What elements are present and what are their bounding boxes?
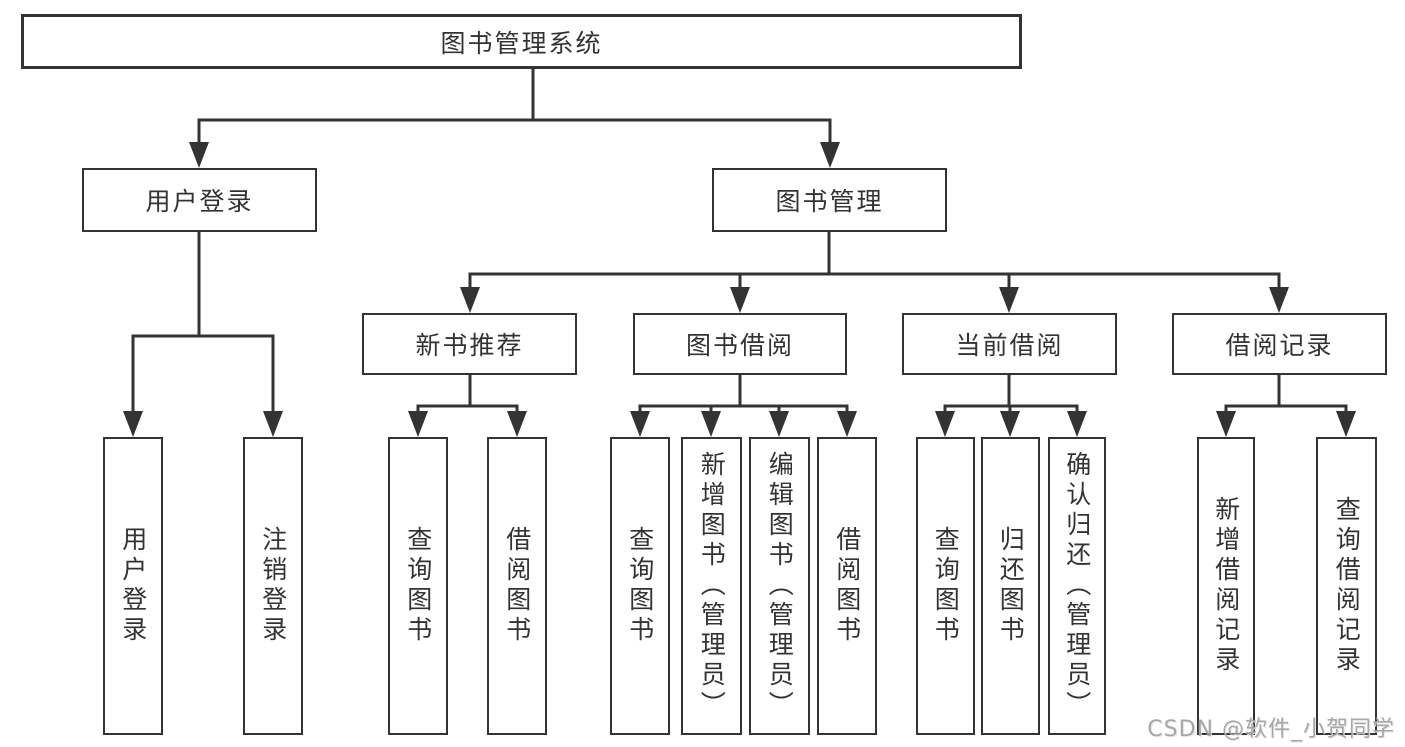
leaf-query-borrow-record: 查询借阅记录: [1316, 437, 1377, 735]
arrowhead-icon: [1216, 411, 1236, 437]
leaf-confirm-return-admin: 确认归还（管理员）: [1048, 437, 1106, 735]
leaf-borrow-books-borrowing: 借阅图书: [817, 437, 877, 735]
leaf-add-borrow-record: 新增借阅记录: [1197, 437, 1255, 735]
leaf-return-books: 归还图书: [981, 437, 1040, 735]
node-current-borrowing: 当前借阅: [902, 313, 1117, 375]
arrowhead-icon: [935, 411, 955, 437]
arrowhead-icon: [1336, 411, 1356, 437]
arrowhead-icon: [263, 411, 283, 437]
arrowhead-icon: [630, 411, 650, 437]
leaf-query-books-borrowing: 查询图书: [610, 437, 670, 735]
arrowhead-icon: [408, 411, 428, 437]
leaf-user-login: 用户登录: [103, 437, 163, 735]
leaf-add-book-admin: 新增图书（管理员）: [681, 437, 742, 735]
node-new-book-recommendation: 新书推荐: [362, 313, 577, 375]
arrowhead-icon: [837, 411, 857, 437]
arrowhead-icon: [820, 142, 840, 168]
leaf-query-books-current: 查询图书: [916, 437, 975, 735]
watermark: CSDN @软件_小贺同学: [1147, 717, 1395, 742]
arrowhead-icon: [999, 287, 1019, 313]
arrowhead-icon: [123, 411, 143, 437]
node-user-login: 用户登录: [82, 168, 317, 232]
arrowhead-icon: [1269, 287, 1289, 313]
arrowhead-icon: [1000, 411, 1020, 437]
leaf-logout: 注销登录: [243, 437, 303, 735]
leaf-query-books-recommend: 查询图书: [388, 437, 448, 735]
arrowhead-icon: [460, 287, 480, 313]
arrowhead-icon: [1067, 411, 1087, 437]
arrowhead-icon: [701, 411, 721, 437]
node-book-borrowing: 图书借阅: [633, 313, 847, 375]
arrowhead-icon: [189, 142, 209, 168]
leaf-borrow-books-recommend: 借阅图书: [487, 437, 547, 735]
leaf-edit-book-admin: 编辑图书（管理员）: [749, 437, 810, 735]
arrowhead-icon: [507, 411, 527, 437]
node-root: 图书管理系统: [21, 14, 1022, 69]
arrowhead-icon: [730, 287, 750, 313]
node-book-management: 图书管理: [712, 168, 947, 232]
arrowhead-icon: [769, 411, 789, 437]
node-borrowing-records: 借阅记录: [1172, 313, 1387, 375]
